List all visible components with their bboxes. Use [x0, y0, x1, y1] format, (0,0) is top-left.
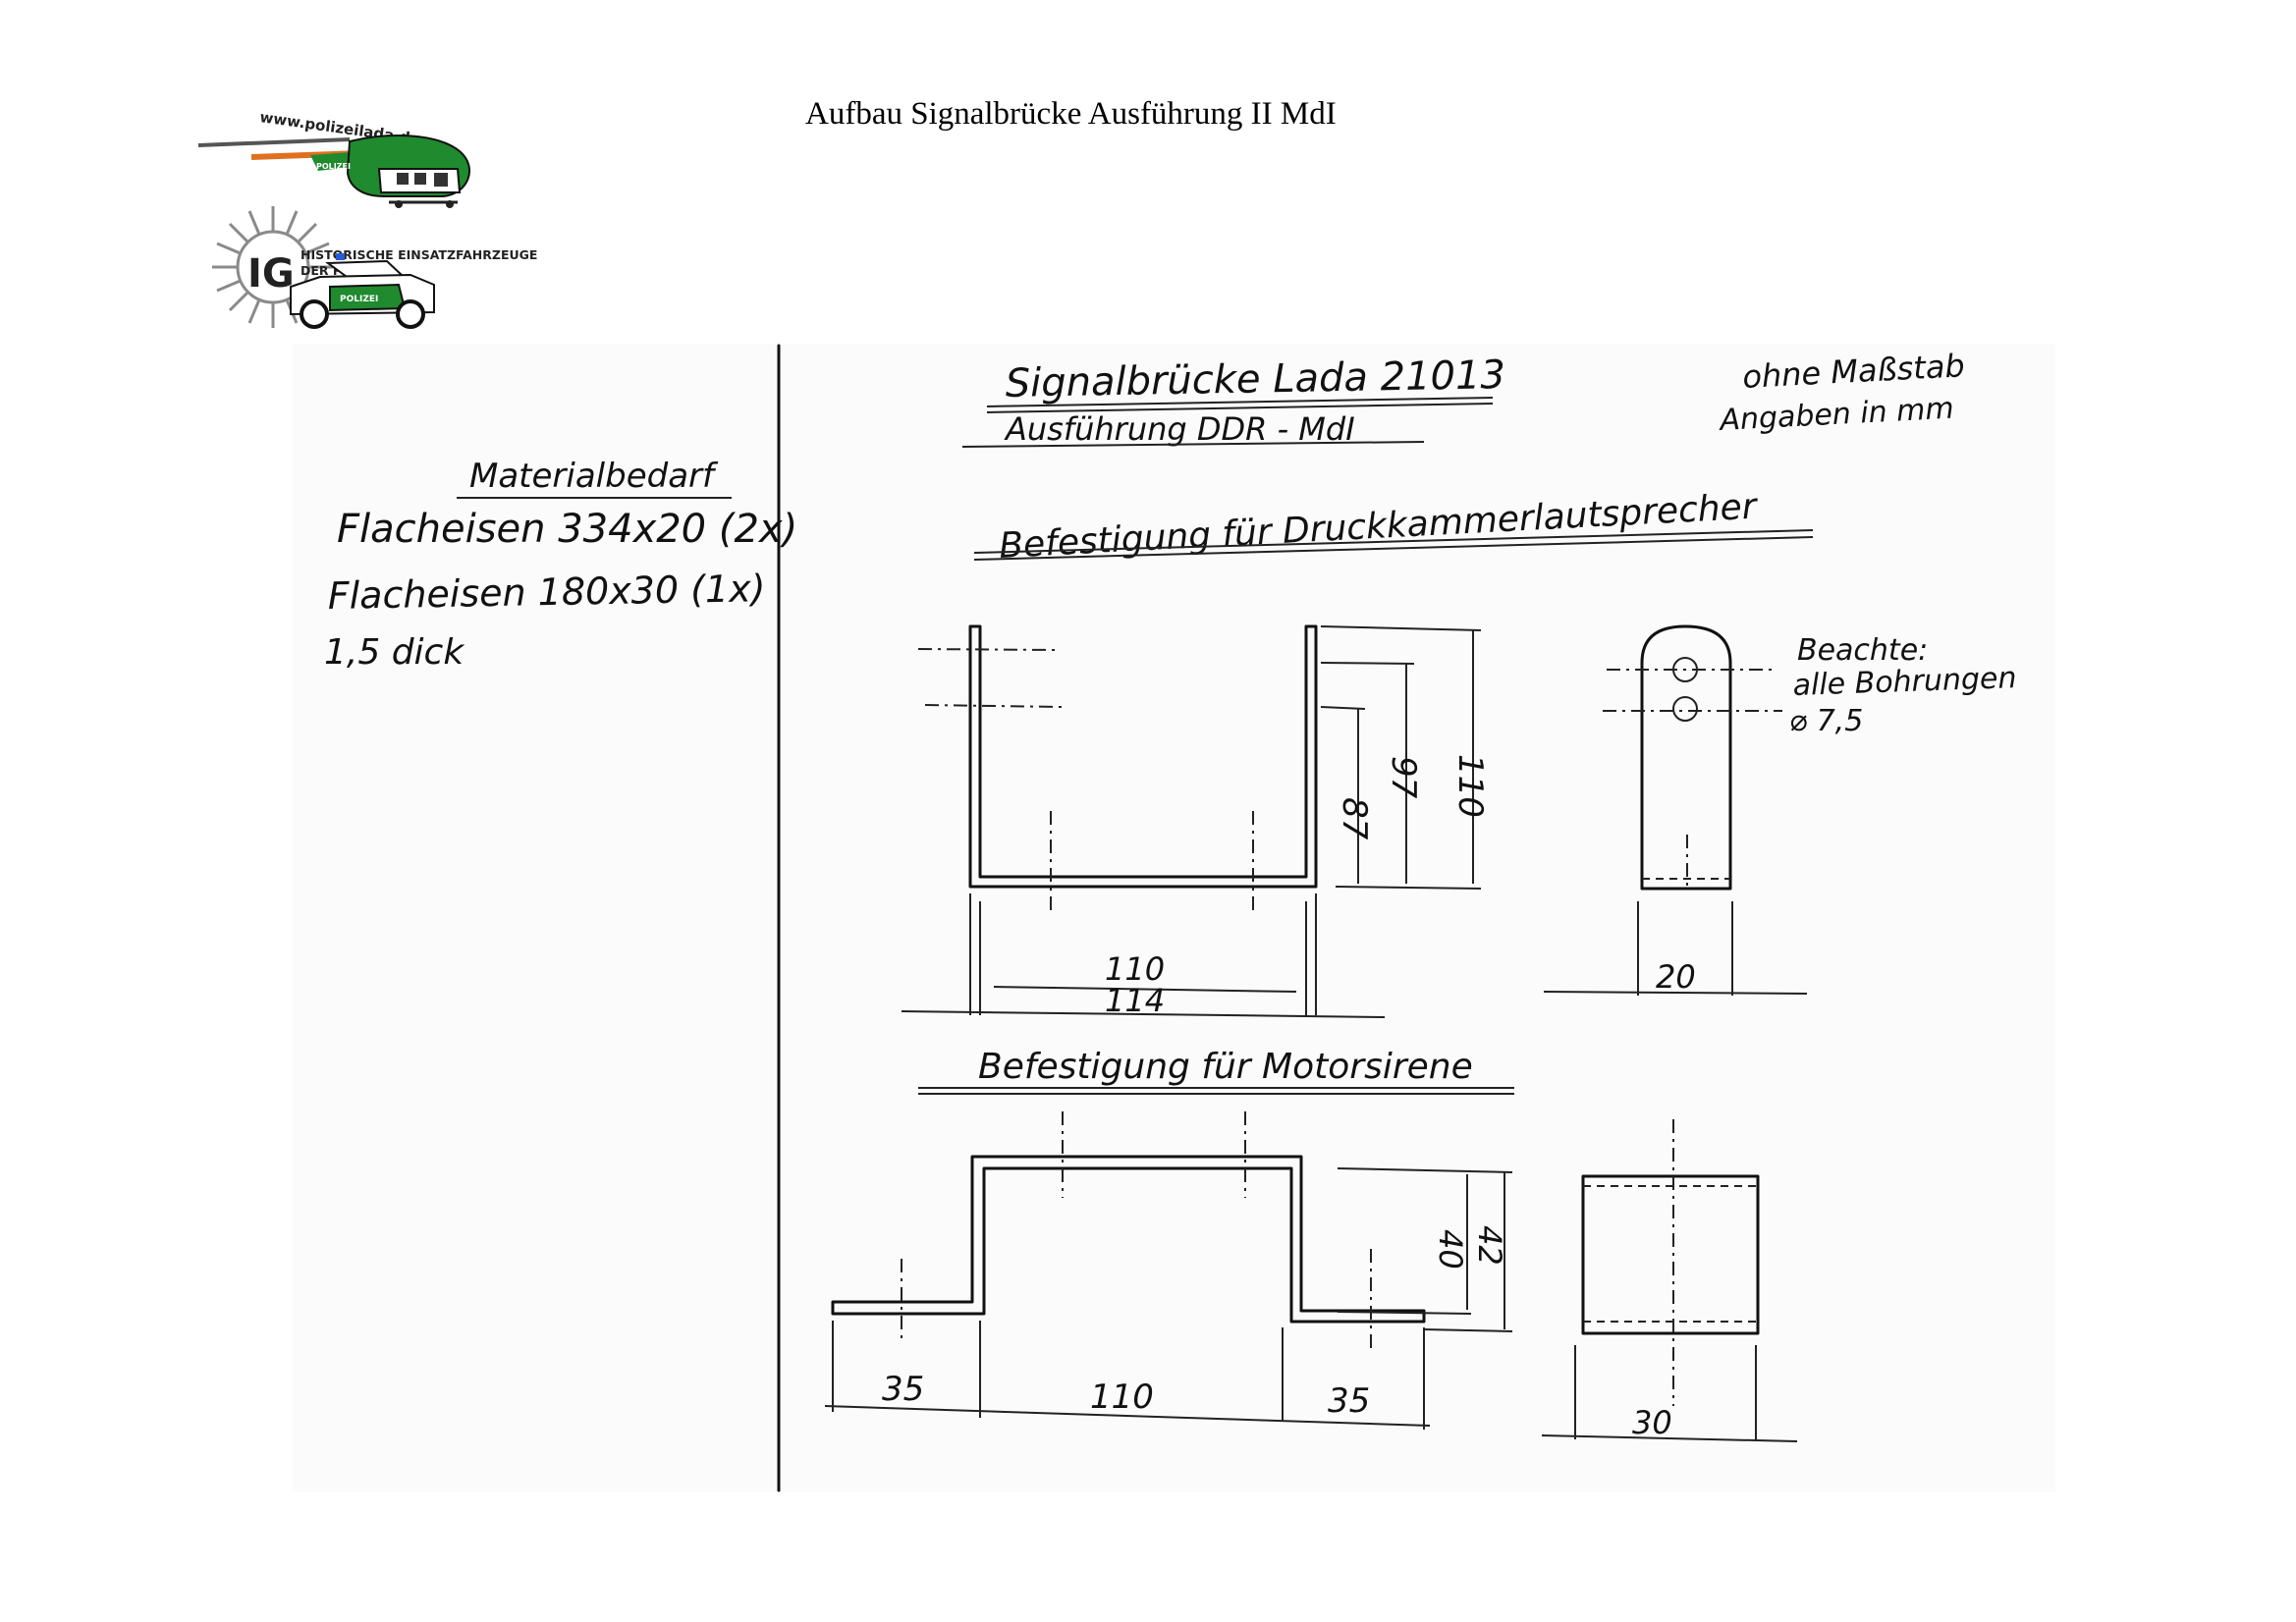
helicopter-icon: POLIZEI [197, 135, 471, 208]
dim-110-siren: 110 [1090, 1378, 1154, 1417]
dim-87: 87 [1335, 797, 1374, 840]
dim-110-vertical: 110 [1450, 754, 1490, 818]
section-siren-bracket: Befestigung für Motorsirene 40 42 [824, 1047, 1798, 1442]
material-title: Materialbedarf [469, 457, 719, 496]
speaker-bracket-front-view: 20 [1543, 624, 1808, 996]
dim-35-right: 35 [1328, 1381, 1370, 1421]
dim-40: 40 [1432, 1229, 1469, 1270]
dim-42: 42 [1471, 1225, 1508, 1266]
material-line-2: Flacheisen 180x30 (1x) [327, 567, 765, 618]
badge-letters: IG [247, 251, 295, 297]
note-line-3: ⌀ 7,5 [1789, 704, 1863, 738]
dim-35-left: 35 [882, 1370, 924, 1409]
polizeilada-logo: www.polizeilada.de POLIZEI [197, 108, 537, 329]
dim-110-horizontal: 110 [1105, 950, 1165, 988]
speaker-bracket-side-view: 87 97 110 110 114 [901, 624, 1490, 1019]
dim-30: 30 [1632, 1404, 1672, 1441]
police-car-icon: POLIZEI [290, 253, 435, 329]
car-label: POLIZEI [340, 295, 378, 304]
siren-bracket-front-view: 30 [1541, 1119, 1798, 1442]
document-title: Aufbau Signalbrücke Ausführung II MdI [805, 96, 1337, 132]
material-line-3: 1,5 dick [324, 632, 465, 673]
siren-bracket-side-view: 40 42 35 110 35 [824, 1111, 1513, 1430]
dim-97: 97 [1384, 756, 1423, 799]
dim-114: 114 [1105, 982, 1165, 1019]
subheading-underline [961, 441, 1425, 448]
section2-title: Befestigung für Motorsirene [978, 1047, 1473, 1087]
note-line-1: Beachte: [1797, 633, 1928, 668]
heading-underline [986, 397, 1494, 407]
section1-underline [973, 529, 1814, 554]
note-line-2: alle Bohrungen [1792, 661, 2017, 703]
helicopter-label: POLIZEI [316, 162, 351, 171]
dim-20: 20 [1656, 958, 1696, 996]
org-line-1: HISTORISCHE EINSATZFAHRZEUGE [301, 247, 537, 262]
sketch-paper [293, 344, 2055, 1492]
heading-underline [986, 403, 1494, 413]
sketch-subheading: Ausführung DDR - MdI [1004, 410, 1355, 448]
section1-underline [973, 536, 1814, 561]
sketch-heading: Signalbrücke Lada 21013 [1005, 352, 1505, 406]
material-line-1: Flacheisen 334x20 (2x) [337, 507, 797, 552]
